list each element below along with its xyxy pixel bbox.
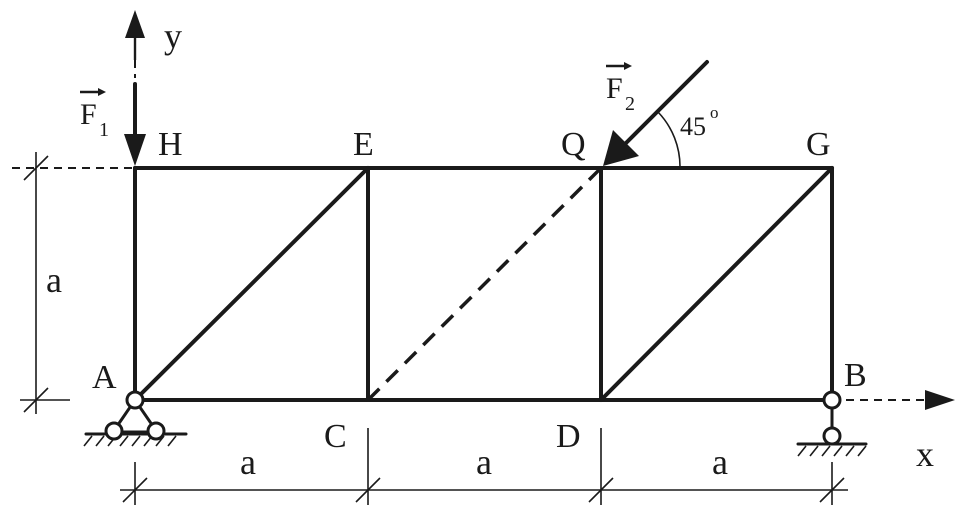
hatch [821,445,831,457]
y-axis-arrow-icon [125,10,145,38]
support-A-left-roller [104,421,124,441]
force-F2-shaft [620,60,709,149]
force-F2-arrow-icon [603,130,639,166]
member-AE [133,166,370,402]
angle-value: 45 [680,112,706,141]
axis-label-x: x [916,434,934,474]
force-F1-subscript: 1 [99,119,109,141]
dimension-tick [122,477,148,503]
support-B-bottom-pin [822,426,842,446]
node-label-E: E [353,126,374,163]
member-DG [599,166,834,402]
node-label-A: A [92,359,117,396]
vertical-dimension-tick-top [23,155,49,181]
hatch [857,445,867,457]
hatch [845,445,855,457]
dimension-label-vertical: a [46,260,62,300]
dimension-label-2: a [476,442,492,482]
hatch [833,445,843,457]
hatch [119,435,129,447]
support-A [83,390,188,447]
support-A-pin [125,390,145,410]
node-label-H: H [158,126,183,163]
horizontal-dimension [120,428,848,505]
axis-label-y: y [164,16,182,56]
force-F1 [124,82,146,166]
hatch [167,435,177,447]
hatch [131,435,141,447]
force-label-F2: F 2 [606,62,635,115]
angle-unit: o [710,103,719,122]
dimension-tick [355,477,381,503]
node-label-G: G [806,126,831,163]
vector-arrow-icon [624,62,632,70]
support-B [796,390,868,457]
support-A-triangle [110,397,160,434]
truss-members [133,166,834,402]
hatch [809,445,819,457]
dimension-tick [819,477,845,503]
node-label-C: C [324,418,347,455]
node-label-B: B [844,357,867,394]
force-F1-arrow-icon [124,134,146,166]
vector-arrow-icon [98,88,106,96]
hatch [83,435,93,447]
force-label-F1: F 1 [80,88,109,141]
force-F1-symbol: F [80,98,97,131]
angle-arc [657,111,681,169]
dimension-tick [588,477,614,503]
force-F2 [603,60,709,166]
x-axis-arrow-icon [925,390,955,410]
vertical-dimension [20,152,70,414]
support-A-right-roller [146,421,166,441]
node-label-Q: Q [561,126,586,163]
member-CQ-dashed [366,166,603,402]
dimension-label-3: a [712,442,728,482]
force-F2-subscript: 2 [625,93,635,115]
node-label-D: D [556,418,581,455]
dimension-label-1: a [240,442,256,482]
support-B-top-pin [822,390,842,410]
hatch [797,445,807,457]
force-F2-symbol: F [606,72,623,105]
hatch [95,435,105,447]
